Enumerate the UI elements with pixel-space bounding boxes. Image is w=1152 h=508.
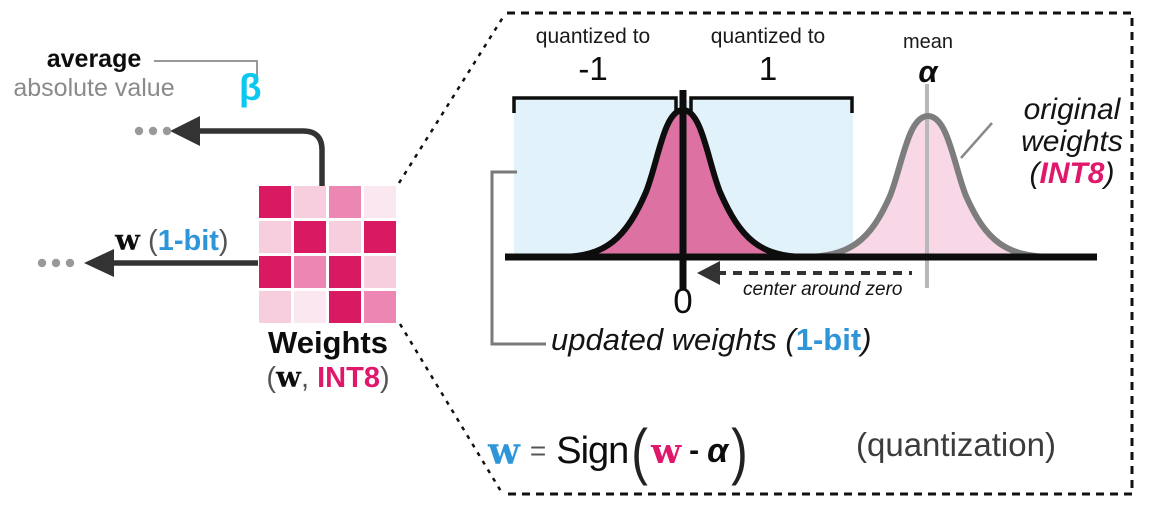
w-symbol: w xyxy=(276,360,301,394)
beta-arrow xyxy=(198,128,325,187)
int8-line: (INT8) xyxy=(982,158,1152,190)
w-1bit-label: w (1-bit) xyxy=(115,223,229,258)
matrix-cell-medium xyxy=(329,186,361,218)
original-weights-label: original weights (INT8) xyxy=(982,94,1152,190)
quantized-to-minus-one: quantized to -1 xyxy=(520,25,666,88)
average-beta-connector xyxy=(154,60,258,78)
original-weights-pointer-line xyxy=(960,122,993,159)
open-paren: ( xyxy=(148,225,158,257)
close-paren: ) xyxy=(379,362,390,394)
matrix-cell-dark xyxy=(259,256,291,288)
weight-matrix xyxy=(259,186,396,323)
mean-alpha-label: mean α xyxy=(889,31,967,90)
matrix-cell-lightest xyxy=(364,186,396,218)
close-paren: ) xyxy=(731,416,748,486)
ellipsis-bottom-icon xyxy=(37,258,75,268)
weights-subtitle: (w, INT8) xyxy=(250,360,406,395)
minus-one-value: -1 xyxy=(578,50,608,87)
updated-weights-bracket xyxy=(490,170,546,346)
matrix-cell-dark xyxy=(329,291,361,323)
average-label: average xyxy=(46,45,142,73)
alpha-symbol: α xyxy=(707,431,729,470)
matrix-cell-light xyxy=(364,256,396,288)
plus-one-value: 1 xyxy=(758,50,778,87)
weights-word: weights xyxy=(1021,125,1123,158)
equals-sign: = xyxy=(529,435,547,466)
open-paren: ( xyxy=(266,362,277,394)
comma: , xyxy=(301,362,318,394)
matrix-cell-light xyxy=(294,186,326,218)
quantization-note: (quantization) xyxy=(856,426,1056,463)
weights-title: Weights xyxy=(268,325,388,360)
bracket-minus-one xyxy=(512,96,678,113)
matrix-cell-dark xyxy=(329,256,361,288)
zero-tick-label: 0 xyxy=(673,282,693,321)
quantized-to-label: quantized to xyxy=(710,25,826,48)
mean-label: mean xyxy=(902,31,954,53)
open-paren: ( xyxy=(1029,157,1040,190)
matrix-cell-lightest xyxy=(294,291,326,323)
matrix-cell-dark xyxy=(294,221,326,253)
w-input-symbol: w xyxy=(650,430,682,472)
int8-label: INT8 xyxy=(317,362,380,394)
bracket-plus-one xyxy=(689,96,854,113)
dashed-zoom-box xyxy=(504,11,1134,496)
matrix-cell-dark xyxy=(259,186,291,218)
int8-label: INT8 xyxy=(1039,157,1105,190)
close-paren: ) xyxy=(1104,157,1115,190)
one-bit-label: 1-bit xyxy=(157,225,219,257)
matrix-cell-medium xyxy=(364,291,396,323)
center-arrow-head-icon xyxy=(697,261,720,285)
quantized-to-plus-one: quantized to 1 xyxy=(695,25,841,88)
open-paren: ( xyxy=(631,416,648,486)
one-bit-label: 1-bit xyxy=(795,322,862,357)
close-paren: ) xyxy=(861,322,872,357)
sign-function: Sign xyxy=(556,429,629,472)
quantized-to-label: quantized to xyxy=(535,25,651,48)
beta-arrow-head-icon xyxy=(170,116,200,146)
ellipsis-top-icon xyxy=(134,126,172,136)
original-weights-curve xyxy=(799,112,1057,260)
quantization-formula: w = Sign ( w - α ) xyxy=(488,418,751,484)
matrix-cell-light xyxy=(259,291,291,323)
w-symbol: w xyxy=(115,223,140,257)
updated-weights-text: updated weights ( xyxy=(551,322,796,357)
w-arrow-head-icon xyxy=(84,249,114,277)
updated-weights-label: updated weights (1-bit) xyxy=(551,322,871,358)
original-word: original xyxy=(1023,93,1121,126)
matrix-cell-light xyxy=(329,221,361,253)
matrix-cell-light xyxy=(259,221,291,253)
w-output-symbol: w xyxy=(488,429,520,473)
average-absolute-value-label: average absolute value xyxy=(8,45,180,103)
beta-symbol: β xyxy=(239,67,262,108)
dotted-connector-top xyxy=(397,13,507,184)
minus-sign: - xyxy=(689,434,700,467)
matrix-cell-medium xyxy=(294,256,326,288)
matrix-cell-dark xyxy=(364,221,396,253)
center-around-zero-label: center around zero xyxy=(743,279,903,300)
absolute-value-label: absolute value xyxy=(13,74,175,102)
dotted-connector-bottom xyxy=(398,323,504,494)
close-paren: ) xyxy=(218,225,229,257)
alpha-symbol: α xyxy=(918,54,938,89)
